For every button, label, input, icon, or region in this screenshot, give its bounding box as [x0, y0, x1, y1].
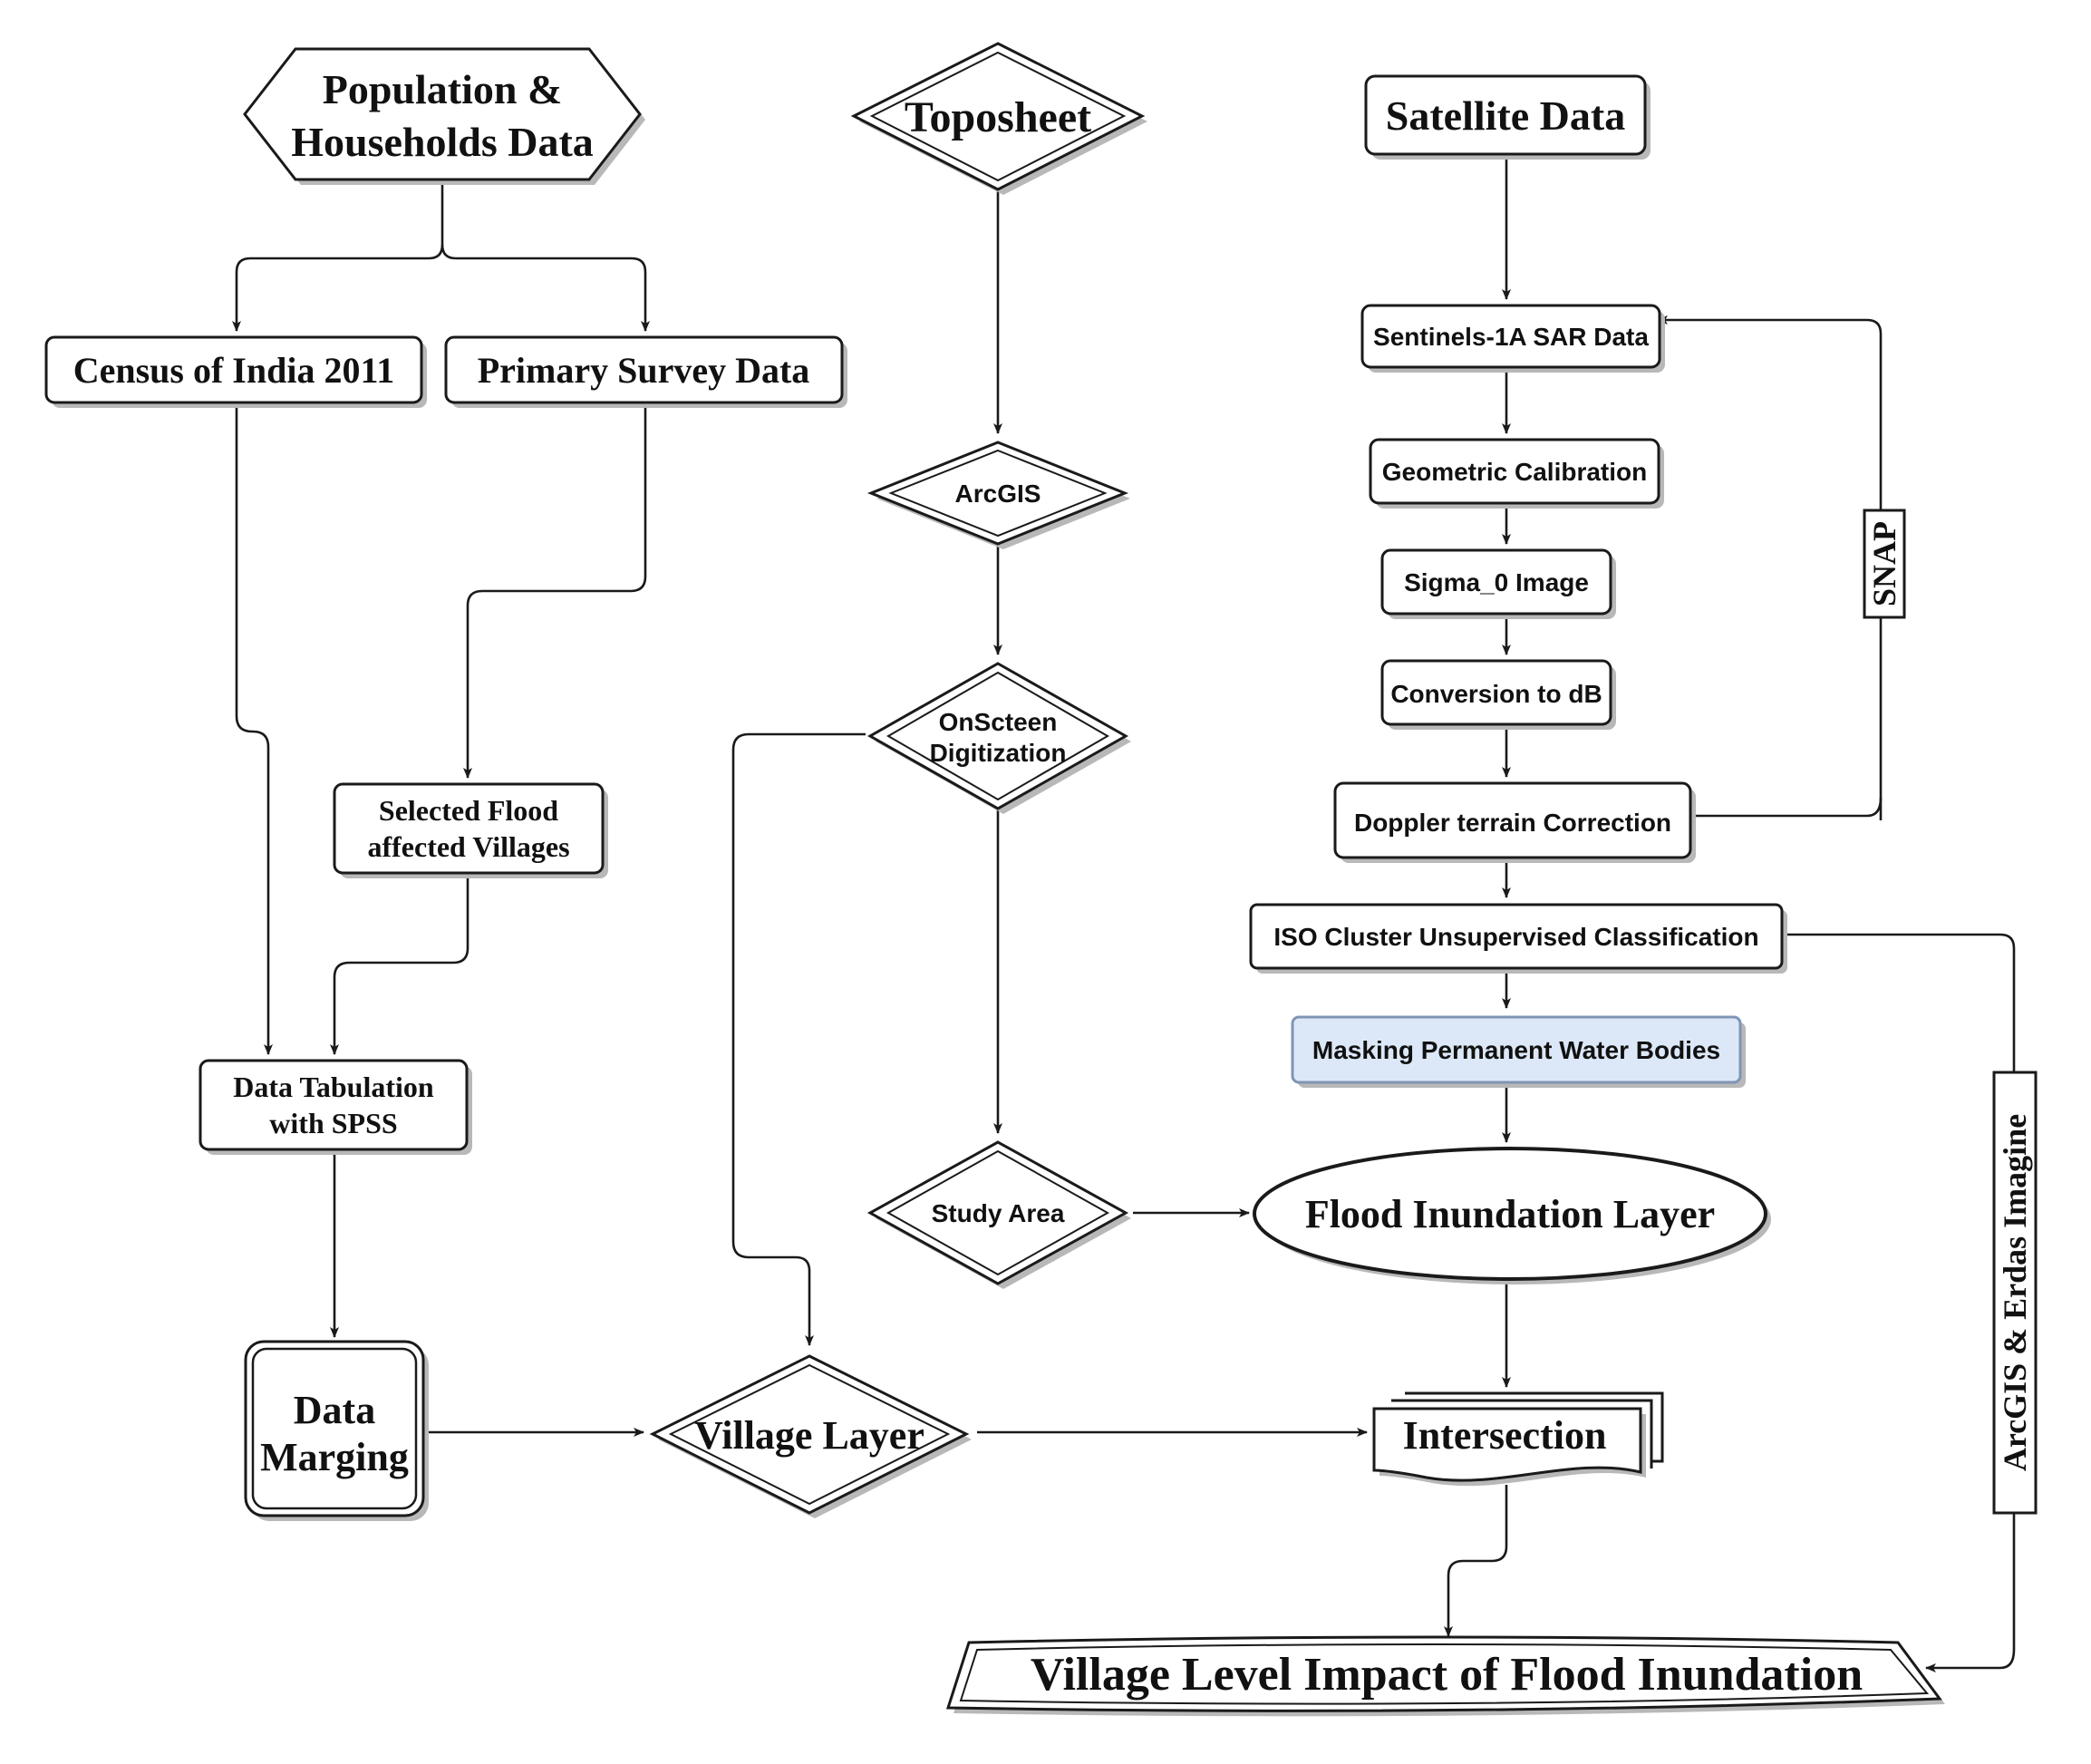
edge-snap-loop: [1657, 315, 1883, 820]
tabulation-line1: Data Tabulation: [233, 1071, 434, 1103]
geometric-label: Geometric Calibration: [1382, 458, 1648, 486]
node-onscreen: OnScteen Digitization: [866, 662, 1131, 814]
tabulation-line2: with SPSS: [269, 1107, 397, 1139]
iso-cluster-label: ISO Cluster Unsupervised Classification: [1273, 923, 1758, 951]
snap-label: SNAP: [1866, 521, 1902, 606]
data-merging-line1: Data: [294, 1388, 375, 1432]
node-satellite: Satellite Data: [1364, 74, 1651, 160]
onscreen-label-line1: OnScteen: [939, 708, 1058, 736]
arcgis-label: ArcGIS: [955, 480, 1041, 508]
selected-villages-line1: Selected Flood: [379, 794, 558, 827]
node-iso-cluster: ISO Cluster Unsupervised Classification: [1249, 903, 1787, 974]
village-layer-label: Village Layer: [694, 1413, 924, 1458]
node-study-area: Study Area: [866, 1140, 1131, 1289]
population-title-line2: Households Data: [291, 119, 594, 165]
node-conversion: Conversion to dB: [1380, 659, 1616, 730]
edge-intersection-impact: [1444, 1485, 1508, 1637]
edge-snap-doppler: [1681, 797, 1883, 820]
study-area-label: Study Area: [932, 1199, 1065, 1227]
edge-population-primary: [440, 244, 650, 332]
node-doppler: Doppler terrain Correction: [1333, 781, 1696, 863]
arcgis-erdas-label: ArcGIS & Erdas Imagine: [1997, 1114, 2033, 1471]
node-census: Census of India 2011: [44, 335, 427, 408]
node-population: Population & Households Data: [243, 47, 645, 185]
node-sentinel: Sentinels-1A SAR Data: [1360, 304, 1665, 373]
edge-onscreen-village: [731, 732, 866, 1346]
data-merging-line2: Marging: [260, 1435, 409, 1479]
snap-label-box: SNAP: [1863, 509, 1906, 619]
intersection-label: Intersection: [1403, 1413, 1607, 1458]
node-primary-survey: Primary Survey Data: [444, 335, 847, 408]
edge-selected-tabulation: [330, 872, 470, 1055]
selected-villages-line2: affected Villages: [367, 830, 569, 863]
node-sigma: Sigma_0 Image: [1380, 548, 1616, 619]
node-data-merging: Data Marging: [244, 1340, 429, 1521]
arcgis-erdas-label-box: ArcGIS & Erdas Imagine: [1992, 1071, 2038, 1515]
onscreen-label-line2: Digitization: [930, 739, 1067, 767]
masking-label: Masking Permanent Water Bodies: [1312, 1036, 1720, 1064]
node-village-layer: Village Layer: [649, 1354, 972, 1518]
toposheet-label: Toposheet: [905, 93, 1091, 141]
edge-census-tabulation: [235, 404, 273, 1055]
node-tabulation: Data Tabulation with SPSS: [198, 1059, 472, 1155]
edge-erdas-iso: [1774, 930, 2016, 1650]
node-flood-layer: Flood Inundation Layer: [1253, 1147, 1771, 1284]
flood-layer-label: Flood Inundation Layer: [1305, 1192, 1715, 1236]
doppler-label: Doppler terrain Correction: [1354, 809, 1671, 837]
satellite-label: Satellite Data: [1386, 92, 1625, 139]
sigma-label: Sigma_0 Image: [1404, 568, 1589, 596]
node-toposheet: Toposheet: [850, 42, 1147, 195]
node-selected-villages: Selected Flood affected Villages: [333, 782, 608, 878]
census-label: Census of India 2011: [73, 350, 395, 391]
population-title-line1: Population &: [323, 66, 563, 112]
node-geometric: Geometric Calibration: [1369, 438, 1664, 509]
node-intersection: Intersection: [1372, 1391, 1664, 1487]
conversion-label: Conversion to dB: [1390, 680, 1602, 708]
node-arcgis: ArcGIS: [866, 441, 1130, 549]
edge-primary-selected: [463, 404, 647, 779]
connectors: [232, 152, 2016, 1672]
primary-survey-label: Primary Survey Data: [478, 350, 810, 391]
edge-population-split: [232, 179, 444, 332]
edge-erdas-impact: [1925, 1649, 2016, 1672]
node-masking: Masking Permanent Water Bodies: [1291, 1015, 1746, 1088]
node-impact: Village Level Impact of Flood Inundation: [945, 1635, 1945, 1717]
sentinel-label: Sentinels-1A SAR Data: [1373, 323, 1649, 351]
impact-label: Village Level Impact of Flood Inundation: [1031, 1649, 1863, 1701]
